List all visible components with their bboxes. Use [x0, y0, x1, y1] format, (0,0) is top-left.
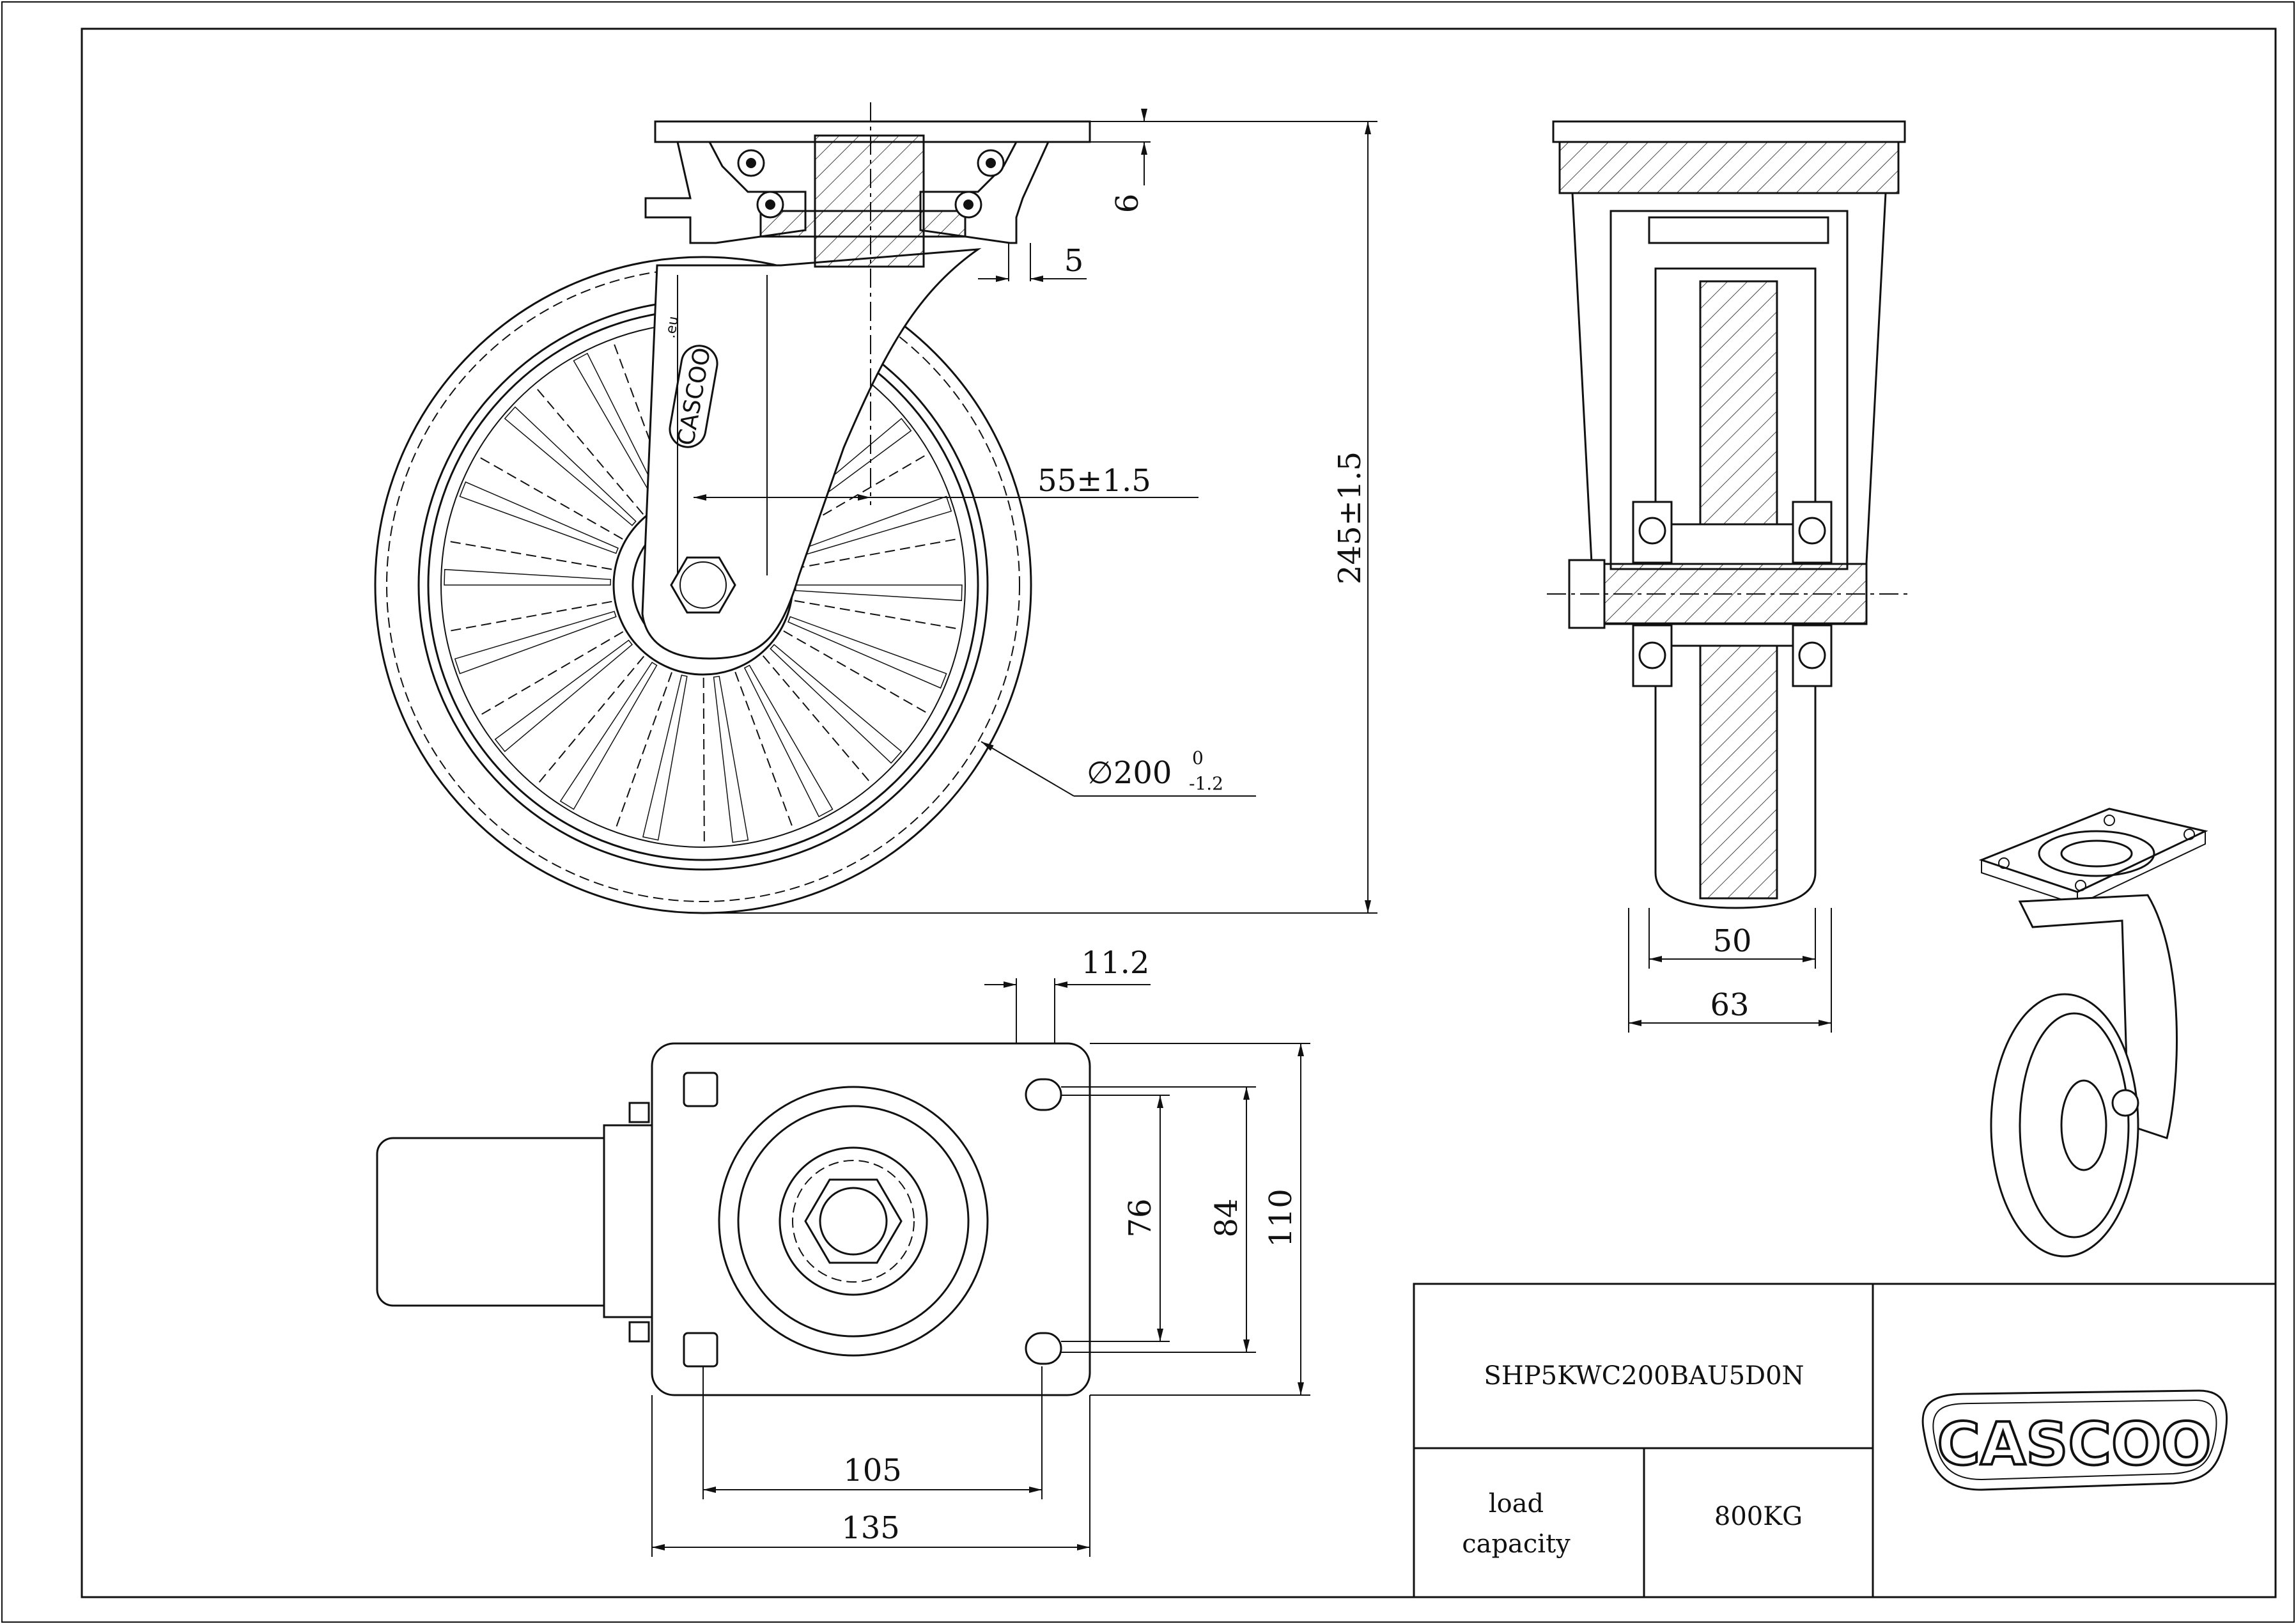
- wheel-spoke-hidden-edge: [783, 630, 929, 714]
- iso-wheel-inner: [2019, 1012, 2130, 1238]
- slot-top-left: [683, 1072, 718, 1107]
- dim-tread-width: 50: [1712, 923, 1751, 959]
- dim-wheel-diameter: ∅200: [1087, 755, 1172, 791]
- iso-top-plate: [1978, 808, 2208, 893]
- top-swivel-outer: [718, 1086, 989, 1357]
- wheel-spoke: [444, 568, 612, 586]
- wheel-spoke-hidden-edge: [477, 456, 623, 540]
- top-view: 11.2 76 84 110 105 135: [376, 945, 1310, 1557]
- front-view: CASCOO .eu 6 5: [374, 102, 1377, 914]
- end-wheel-core: [1699, 280, 1778, 526]
- company-logo: CASCOO: [1921, 1389, 2228, 1491]
- wheel-spoke-hidden-edge: [612, 341, 672, 499]
- wheel-spoke: [642, 675, 688, 841]
- iso-fork: [2018, 894, 2178, 1139]
- wheel-spoke-hidden-edge: [535, 387, 644, 515]
- dim-wheel-tol-upper: 0: [1192, 747, 1204, 769]
- wheel-spoke-hidden-edge: [479, 631, 624, 716]
- kingpin-section: [814, 134, 925, 268]
- wheel-spoke-hidden-edge: [447, 540, 612, 570]
- top-raceway: [779, 1146, 928, 1296]
- dim-bolt-spacing-x: 105: [843, 1453, 902, 1488]
- fork-logo-suffix: .eu: [662, 315, 682, 340]
- axle-nut-face: [679, 561, 727, 609]
- fork-leg-inner: [677, 275, 768, 575]
- dim-slot-width: 11.2: [1082, 945, 1150, 981]
- end-view: 50 63: [1547, 120, 1911, 1033]
- logo-text: CASCOO: [1937, 1410, 2212, 1478]
- dim-plate-width: 135: [841, 1510, 900, 1546]
- dim-overall-height: 245±1.5: [1332, 451, 1368, 584]
- wheel-spoke-hidden-edge: [794, 600, 959, 630]
- wheel-spoke: [454, 611, 617, 675]
- wheel-spoke: [795, 584, 963, 602]
- dim-plate-thickness: 6: [1110, 194, 1145, 214]
- wheel-spoke: [494, 639, 633, 753]
- wheel-spoke: [559, 661, 658, 810]
- load-label-line1: load: [1489, 1489, 1544, 1519]
- title-block: SHP5KWC200BAU5D0N load capacity 800KG CA…: [1413, 1283, 2277, 1598]
- top-raceway-inner: [792, 1160, 915, 1283]
- dim-bolt-hole-y: 76: [1122, 1198, 1158, 1237]
- wheel-spoke: [787, 616, 947, 689]
- isometric-view: [1978, 808, 2208, 1258]
- end-top-plate: [1552, 120, 1906, 143]
- end-plate-lower: [1558, 141, 1900, 194]
- load-value: 800KG: [1714, 1502, 1803, 1531]
- wheel-spoke: [504, 406, 637, 526]
- dim-small-offset: 5: [1064, 243, 1084, 279]
- top-fork-block: [603, 1124, 653, 1318]
- load-label-line2: capacity: [1462, 1529, 1571, 1559]
- raceway-section: [759, 210, 966, 238]
- dim-swivel-offset: 55±1.5: [1037, 463, 1151, 499]
- iso-wheel-outer: [1990, 993, 2139, 1258]
- dim-fork-width: 63: [1710, 987, 1749, 1023]
- wheel-spoke: [743, 664, 834, 818]
- iso-swivel-ring: [2038, 830, 2155, 877]
- fork-leg: [641, 248, 982, 660]
- dim-plate-height: 110: [1263, 1189, 1299, 1247]
- iso-wheel-hub: [2060, 1079, 2107, 1171]
- dim-bolt-spacing-y: 84: [1209, 1198, 1245, 1237]
- wheel-spoke: [713, 675, 749, 843]
- slot-bottom-left: [683, 1332, 718, 1368]
- wheel-spoke-hidden-edge: [537, 655, 645, 785]
- top-kingpin-nut: [804, 1178, 903, 1264]
- drawing-frame: [81, 27, 2277, 1598]
- wheel-spoke: [459, 481, 619, 554]
- iso-axle-nut: [2111, 1089, 2139, 1117]
- part-number: SHP5KWC200BAU5D0N: [1484, 1361, 1804, 1391]
- end-wheel-lower-core: [1699, 644, 1778, 900]
- end-bearing-box: [1648, 216, 1829, 244]
- wheel-spoke-hidden-edge: [762, 655, 871, 783]
- wheel-spoke-hidden-edge: [794, 538, 958, 570]
- wheel-spoke-hidden-edge: [448, 600, 612, 632]
- dim-wheel-tol-lower: -1.2: [1189, 773, 1223, 794]
- top-swivel-ring: [737, 1105, 970, 1338]
- wheel-spoke-hidden-edge: [615, 672, 672, 829]
- wheel-spoke-hidden-edge: [734, 671, 794, 829]
- slot-bottom-right: [1025, 1332, 1062, 1365]
- axle-nut: [670, 556, 736, 614]
- wheel-spoke: [770, 644, 903, 764]
